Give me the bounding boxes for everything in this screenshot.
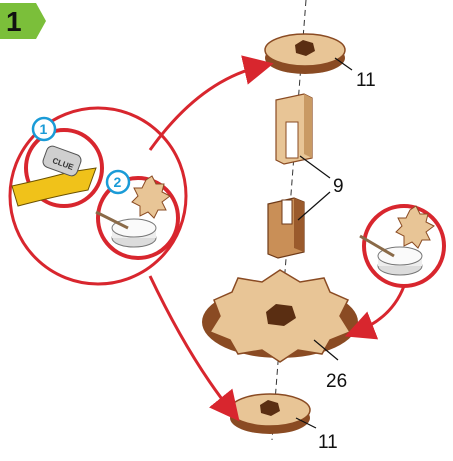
step-badge-shape — [0, 3, 46, 39]
bottom-washer-leader — [295, 417, 317, 429]
arrow-to-top-washer — [148, 55, 274, 151]
callout-2-circle — [105, 169, 131, 195]
arrow-to-bottom-washer — [148, 275, 240, 422]
step-number: 1 — [6, 6, 22, 37]
step-badge: 1 — [0, 3, 46, 39]
bottom-washer-label: 11 — [318, 432, 338, 453]
callout-1-circle — [31, 116, 57, 142]
upper-spacer — [275, 93, 313, 165]
spacers-label: 9 — [333, 176, 344, 197]
top-washer-label: 11 — [356, 70, 376, 91]
top-washer-leader — [334, 57, 353, 71]
lower-spacer — [267, 197, 305, 259]
arrow-to-gear — [344, 285, 406, 340]
bottom-washer — [229, 393, 311, 434]
callout-2-number: 2 — [114, 174, 122, 190]
glue-callout: CLUE — [8, 106, 188, 286]
spacer-leader-2 — [297, 191, 331, 221]
callout-1-number: 1 — [40, 121, 48, 137]
top-washer — [264, 33, 346, 74]
gear-label: 26 — [326, 371, 347, 392]
gear-glue-callout — [359, 204, 446, 288]
spacer-leader-1 — [299, 155, 331, 179]
gear — [202, 269, 358, 363]
gear-leader — [313, 339, 339, 361]
